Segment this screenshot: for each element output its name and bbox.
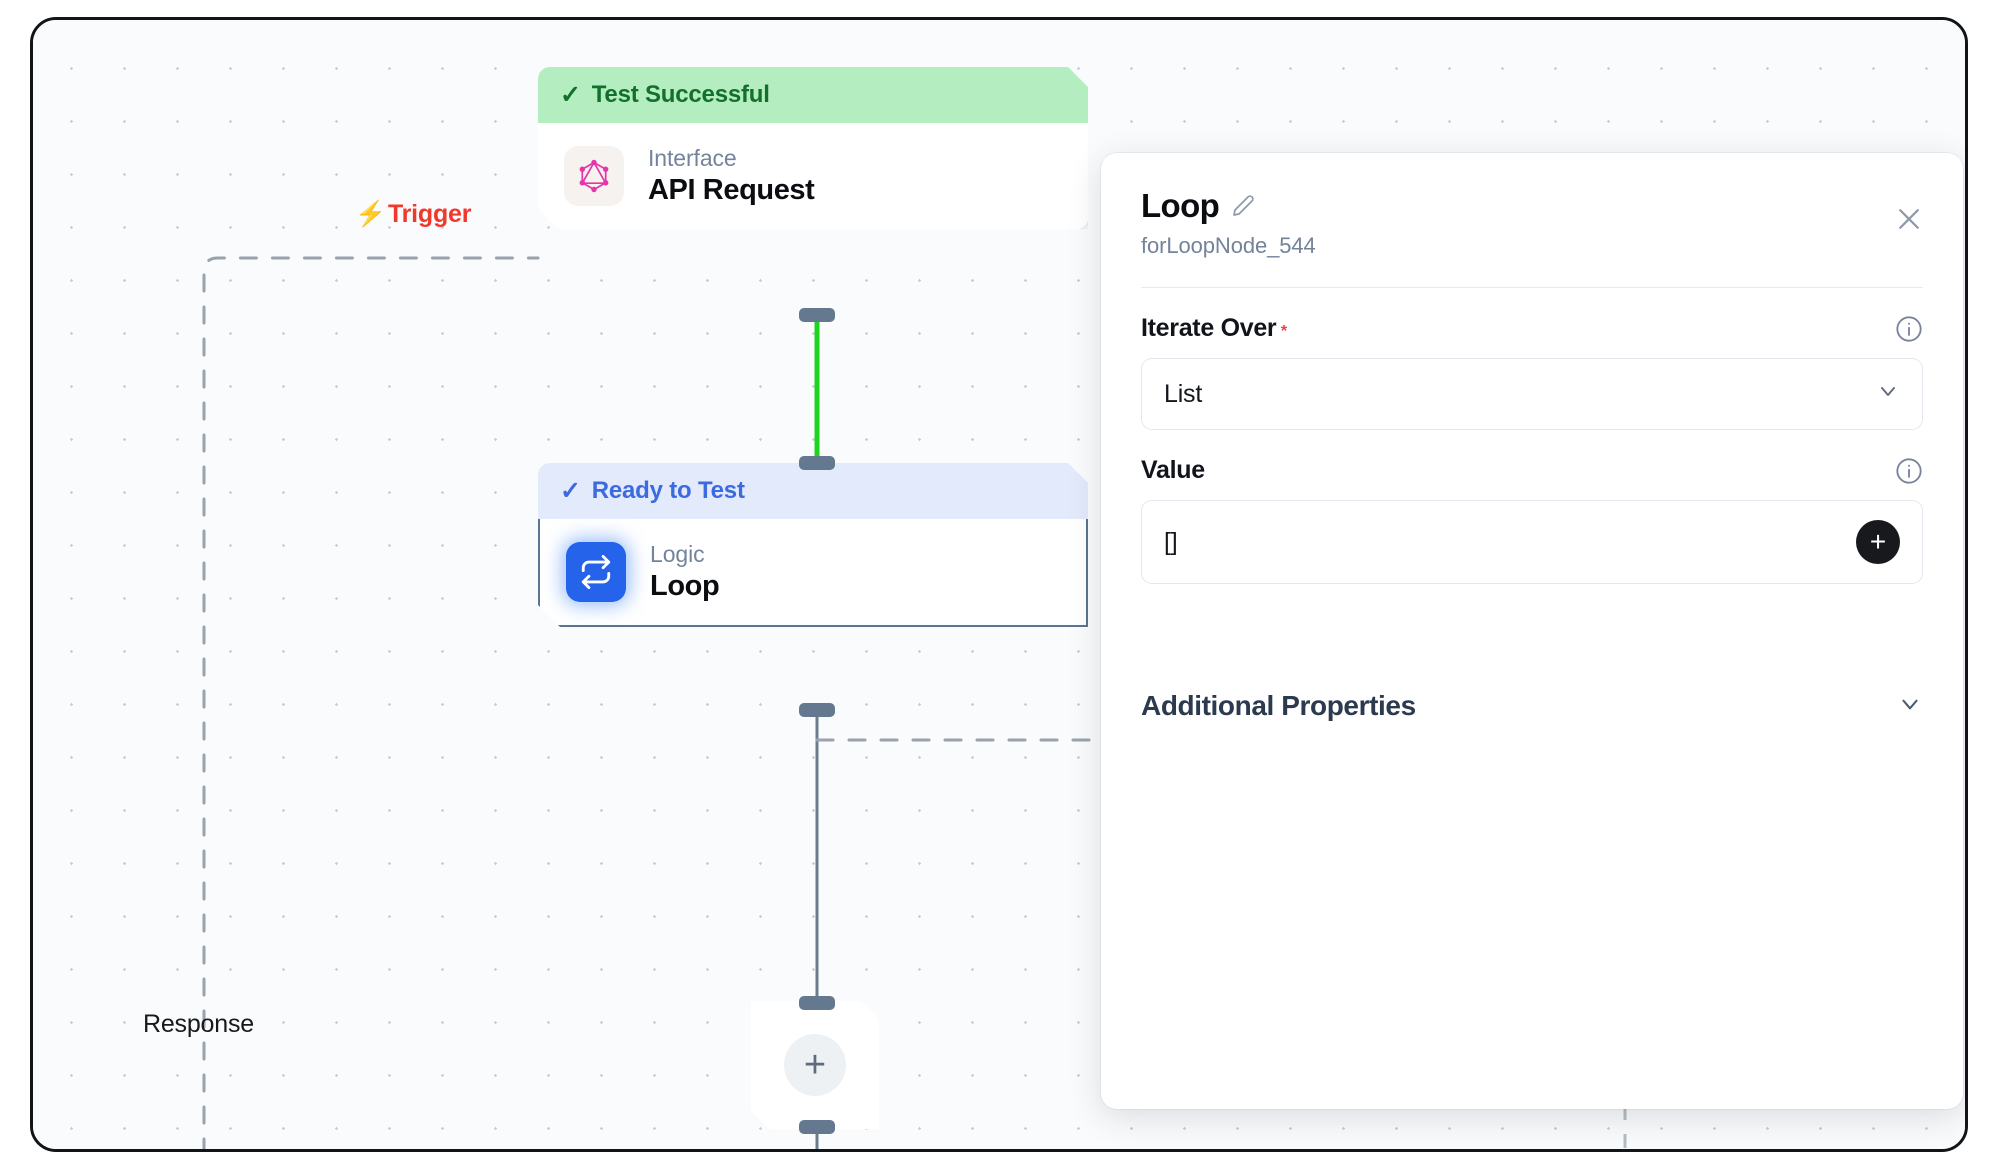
field-label-row: Value [1141, 456, 1923, 485]
panel-subtitle: forLoopNode_544 [1141, 233, 1316, 258]
workflow-editor-frame: ⚡ Trigger Response ✓ Test Successful [30, 17, 1968, 1152]
node-title-label: Loop [650, 570, 720, 602]
info-icon[interactable] [1895, 457, 1923, 485]
chevron-down-icon[interactable] [1876, 379, 1900, 410]
node-kind-label: Interface [648, 145, 737, 171]
panel-divider [1141, 287, 1923, 288]
handle-loop-top[interactable] [799, 456, 835, 470]
node-body-api-request[interactable]: Interface API Request [538, 123, 1088, 229]
value-add-button[interactable]: + [1856, 520, 1900, 564]
handle-loop-bottom[interactable] [799, 703, 835, 717]
add-node-placeholder[interactable]: + [751, 1001, 879, 1129]
trigger-label: ⚡ Trigger [355, 200, 471, 229]
handle-add-node-top[interactable] [799, 996, 835, 1010]
node-title-label: API Request [648, 174, 815, 206]
field-label: Value [1141, 456, 1205, 484]
panel-title-row: Loop [1141, 187, 1923, 225]
handle-add-node-bottom[interactable] [799, 1120, 835, 1134]
close-icon[interactable] [1889, 199, 1929, 239]
trigger-label-text: Trigger [387, 200, 472, 228]
response-label: Response [143, 1010, 254, 1038]
check-icon: ✓ [560, 81, 581, 109]
loop-icon [566, 542, 626, 602]
node-kind-label: Logic [650, 541, 705, 567]
field-label: Iterate Over [1141, 314, 1277, 342]
node-status-text: Ready to Test [591, 477, 745, 504]
field-label-row: Iterate Over * [1141, 314, 1923, 343]
field-value: Value [] + [1141, 456, 1923, 584]
node-body-loop[interactable]: Logic Loop [538, 519, 1088, 627]
node-loop[interactable]: ✓ Ready to Test Logic Loop [538, 463, 1088, 627]
check-icon: ✓ [560, 477, 581, 505]
node-text-loop: Logic Loop [650, 541, 719, 603]
node-api-request[interactable]: ✓ Test Successful [538, 67, 1088, 229]
chevron-down-icon[interactable] [1897, 691, 1923, 722]
panel-title: Loop [1141, 187, 1220, 224]
handle-api-request-bottom[interactable] [799, 308, 835, 322]
lightning-bolt-icon: ⚡ [355, 200, 386, 228]
pencil-icon[interactable] [1231, 194, 1255, 218]
panel-header: Loop forLoopNode_544 [1141, 187, 1923, 259]
node-status-banner-success: ✓ Test Successful [538, 67, 1088, 123]
additional-properties-section[interactable]: Additional Properties [1141, 690, 1923, 722]
info-icon[interactable] [1895, 315, 1923, 343]
trigger-dashed-edge [202, 256, 540, 1149]
required-marker: * [1280, 323, 1288, 340]
node-status-banner-ready: ✓ Ready to Test [538, 463, 1088, 519]
iterate-over-select[interactable]: List [1141, 358, 1923, 430]
value-input[interactable]: [] + [1141, 500, 1923, 584]
iterate-over-value: List [1164, 379, 1203, 408]
field-label-wrap: Iterate Over * [1141, 314, 1287, 343]
value-input-text: [] [1164, 527, 1178, 556]
node-status-text: Test Successful [591, 81, 770, 108]
additional-properties-label: Additional Properties [1141, 690, 1416, 721]
add-node-button[interactable]: + [784, 1034, 846, 1096]
field-iterate-over: Iterate Over * List [1141, 314, 1923, 430]
graphql-icon [564, 146, 624, 206]
node-properties-panel[interactable]: Loop forLoopNode_544 Iterate Ov [1101, 153, 1963, 1109]
node-text-api-request: Interface API Request [648, 145, 814, 207]
